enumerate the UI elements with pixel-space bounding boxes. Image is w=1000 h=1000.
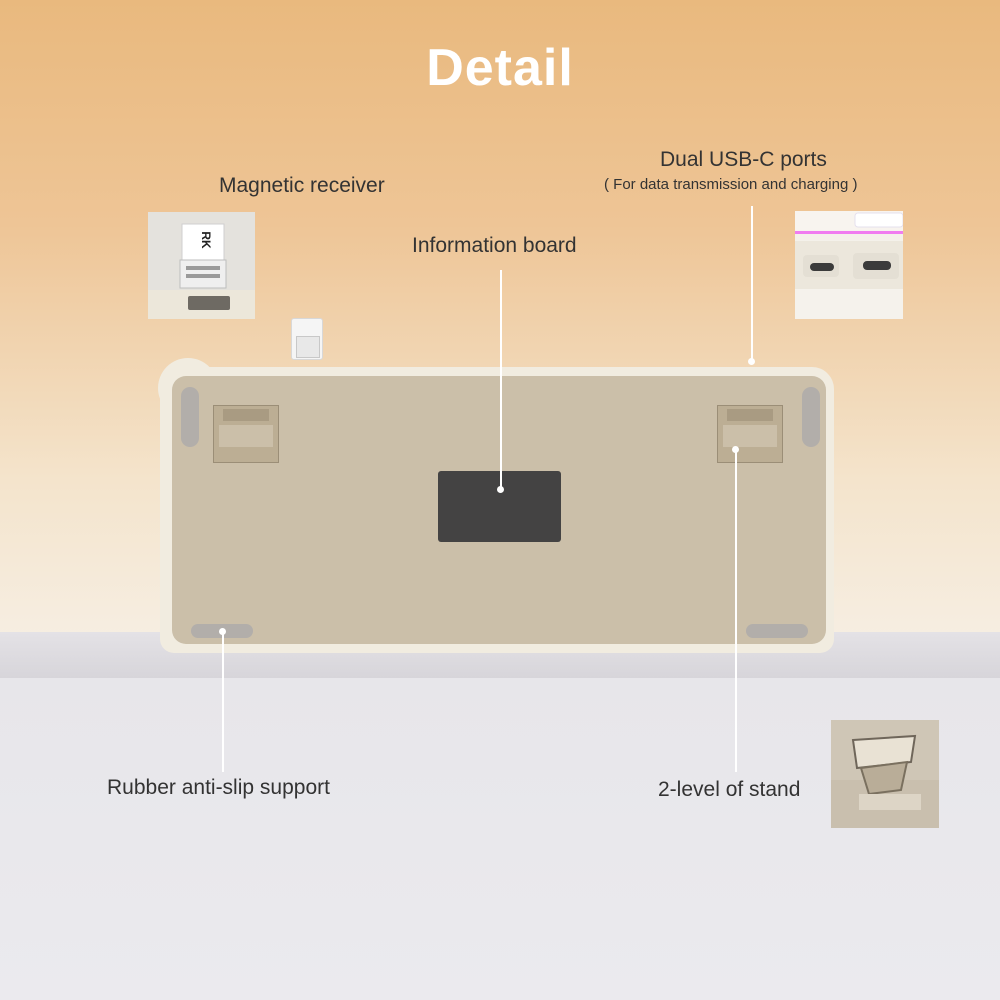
receiver-brand-text: RK <box>199 231 213 249</box>
stand-illustration <box>831 720 939 828</box>
information-board-label: Information board <box>412 234 577 257</box>
rubber-foot-bottom-right <box>746 624 808 638</box>
usb-callout-dot <box>748 358 755 365</box>
info-callout-dot <box>497 486 504 493</box>
stand-right <box>717 405 783 463</box>
usb-callout-line <box>751 206 753 361</box>
stand-photo <box>831 720 939 828</box>
magnetic-receiver-label: Magnetic receiver <box>219 174 385 197</box>
rubber-foot-top-right <box>802 387 820 447</box>
receiver-illustration: RK <box>148 212 255 319</box>
page-title: Detail <box>426 39 574 97</box>
receiver-photo: RK <box>148 212 255 319</box>
rubber-callout-line <box>222 632 224 772</box>
information-board <box>438 471 561 542</box>
stand-levels-label: 2-level of stand <box>658 778 801 801</box>
rubber-callout-dot <box>219 628 226 635</box>
stand-callout-dot <box>732 446 739 453</box>
dual-usb-label: Dual USB-C ports <box>660 148 827 171</box>
usb-ports-photo <box>795 211 903 319</box>
rubber-foot-top-left <box>181 387 199 447</box>
stand-callout-line <box>735 450 737 772</box>
dual-usb-note: ( For data transmission and charging ) <box>604 176 858 193</box>
info-callout-line <box>500 270 502 488</box>
receiver-dongle-icon <box>291 318 323 360</box>
rubber-support-label: Rubber anti-slip support <box>107 776 330 799</box>
stand-left <box>213 405 279 463</box>
usb-ports-illustration <box>795 211 903 319</box>
